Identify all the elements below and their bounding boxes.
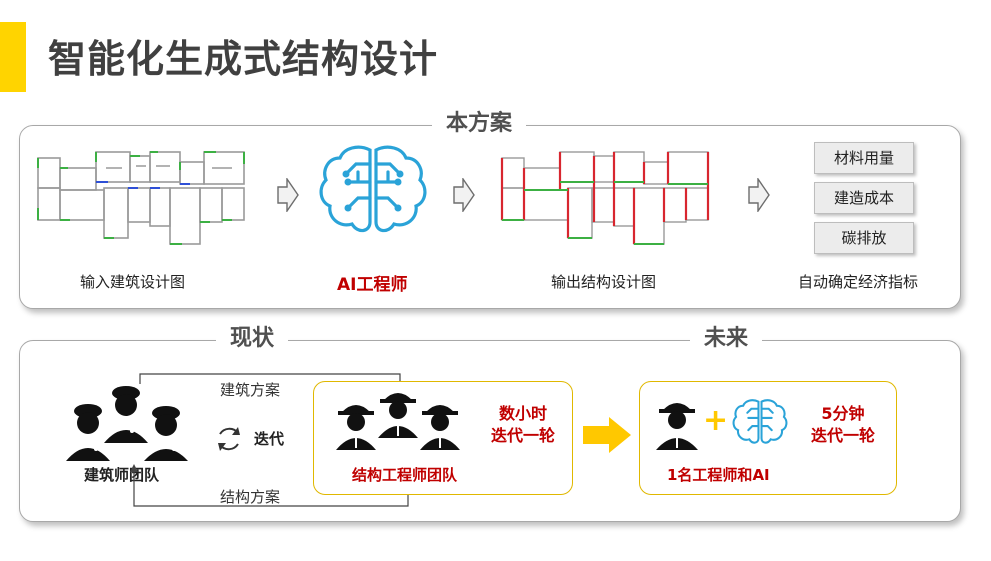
proposal-section-label: 本方案	[432, 110, 527, 138]
iterate-cycle-icon	[218, 427, 240, 451]
architect-team-label: 建筑师团队	[84, 466, 160, 484]
future-iteration-time: 5分钟 迭代一轮	[806, 403, 880, 447]
title-accent-bar	[0, 22, 26, 92]
iterate-label: 迭代	[254, 430, 285, 448]
metric-box-material: 材料用量	[814, 142, 914, 174]
step-arrow-icon	[277, 178, 299, 212]
step-engine-caption: AI工程师	[337, 275, 408, 295]
ai-team-label: 1名工程师和AI	[667, 466, 770, 484]
future-time-line2: 迭代一轮	[810, 426, 875, 445]
proposal-panel	[19, 125, 961, 309]
arch-scheme-label: 建筑方案	[220, 381, 281, 399]
architectural-plan-image	[37, 151, 245, 245]
slide-title: 智能化生成式结构设计	[48, 37, 439, 81]
current-iteration-time: 数小时 迭代一轮	[486, 403, 560, 447]
structural-team-label: 结构工程师团队	[352, 466, 458, 484]
architect-team-icon	[66, 386, 188, 461]
struct-scheme-label: 结构方案	[220, 488, 281, 506]
engineer-team-icon	[336, 393, 460, 450]
step-output-caption: 输出结构设计图	[551, 273, 657, 291]
structural-plan-image	[500, 151, 710, 245]
plus-icon: +	[703, 403, 729, 438]
metric-box-carbon: 碳排放	[814, 222, 914, 254]
step-result-caption: 自动确定经济指标	[798, 273, 919, 291]
current-section-label: 现状	[216, 325, 289, 353]
engineer-icon	[656, 403, 698, 450]
step-arrow-icon	[748, 178, 770, 212]
step-input-caption: 输入建筑设计图	[80, 273, 186, 291]
ai-brain-icon	[319, 145, 427, 233]
current-time-line2: 迭代一轮	[490, 426, 555, 445]
transition-arrow-icon	[583, 417, 631, 453]
structural-team-box	[313, 381, 573, 495]
future-section-label: 未来	[690, 325, 763, 353]
step-arrow-icon	[453, 178, 475, 212]
ai-brain-small-icon	[732, 399, 788, 444]
current-time-line1: 数小时	[498, 404, 547, 423]
future-time-line1: 5分钟	[821, 404, 865, 423]
metric-box-cost: 建造成本	[814, 182, 914, 214]
